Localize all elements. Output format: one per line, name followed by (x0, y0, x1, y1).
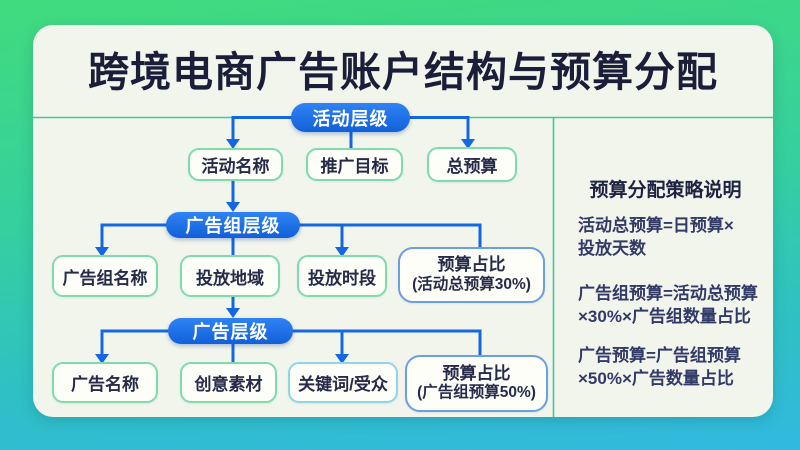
formula-line: 广告预算=广告组预算 (578, 346, 741, 365)
node-promotion-goal: 推广目标 (306, 148, 403, 181)
node-adgroup-name: 广告组名称 (52, 255, 158, 297)
formula-line: ×50%×广告数量占比 (578, 369, 734, 388)
node-total-budget: 总预算 (427, 147, 517, 182)
page-title: 跨境电商广告账户结构与预算分配 (88, 49, 718, 95)
budget-share-label: 预算占比 (442, 363, 511, 383)
formula-line: 活动总预算=日预算× (578, 216, 734, 235)
strategy-formula-campaign: 活动总预算=日预算× 投放天数 (578, 214, 770, 260)
formula-line: ×30%×广告组数量占比 (578, 307, 751, 326)
node-creative-assets: 创意素材 (180, 362, 277, 403)
formula-line: 投放天数 (578, 239, 646, 258)
node-campaign-name: 活动名称 (188, 148, 283, 181)
node-ad-name: 广告名称 (52, 362, 158, 403)
budget-share-detail: (活动总预算30%) (412, 275, 531, 293)
budget-share-label: 预算占比 (437, 255, 506, 275)
budget-strategy-panel: 预算分配策略说明 活动总预算=日预算× 投放天数 广告组预算=活动总预算 ×30… (553, 117, 773, 417)
node-ad-budget-share: 预算占比 (广告组预算50%) (405, 355, 548, 412)
panel-heading: 预算分配策略说明 (589, 180, 742, 201)
budget-share-detail: (广告组预算50%) (417, 384, 536, 402)
strategy-formula-ad: 广告预算=广告组预算 ×50%×广告数量占比 (578, 344, 770, 390)
node-targeting-region: 投放地域 (180, 255, 280, 297)
level-pill-campaign: 活动层级 (291, 103, 410, 132)
node-keywords-audience: 关键词/受众 (288, 362, 398, 403)
formula-line: 广告组预算=活动总预算 (578, 284, 758, 303)
strategy-formula-adgroup: 广告组预算=活动总预算 ×30%×广告组数量占比 (578, 282, 770, 328)
level-pill-ad: 广告层级 (168, 318, 293, 344)
node-adgroup-budget-share: 预算占比 (活动总预算30%) (398, 247, 545, 303)
node-targeting-schedule: 投放时段 (297, 255, 387, 297)
level-pill-adgroup: 广告组层级 (166, 212, 300, 238)
